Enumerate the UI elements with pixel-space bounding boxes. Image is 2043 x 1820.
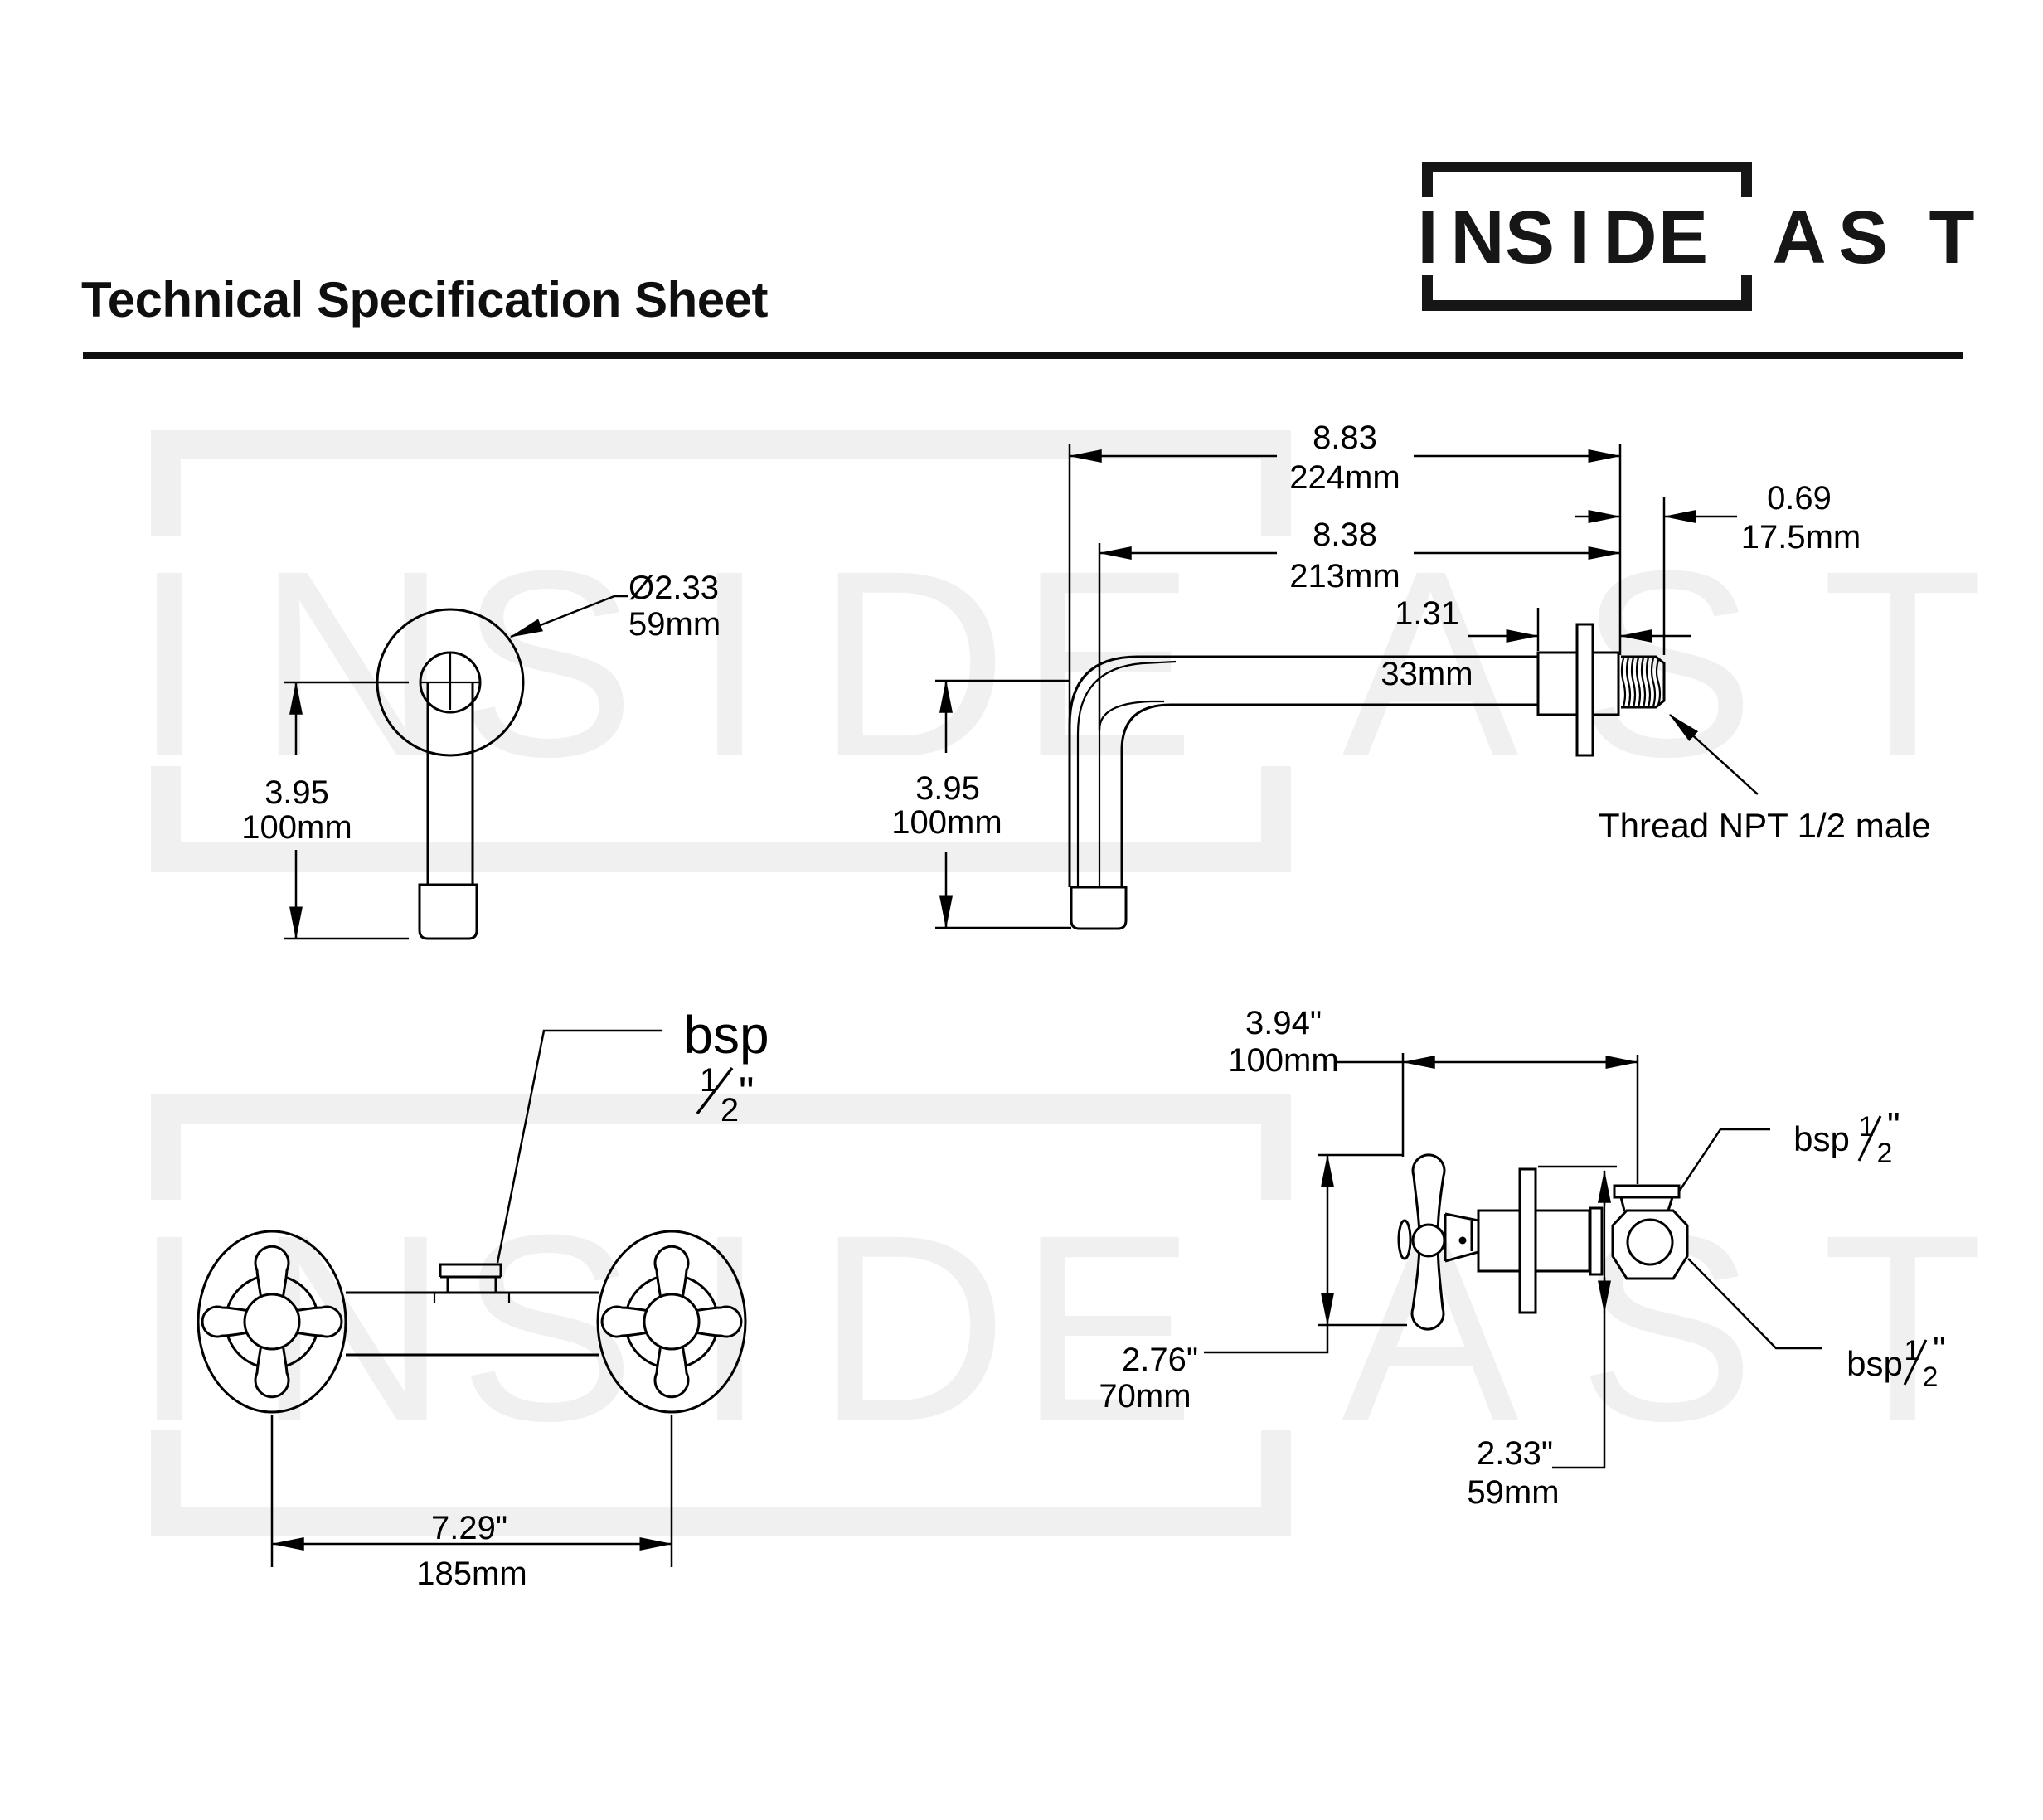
- fraction-numerator: 1: [1905, 1335, 1920, 1366]
- leader-line: [1669, 714, 1759, 795]
- spout-front-view: 3.95 100mm Ø2.33 59mm: [241, 570, 721, 940]
- dim-height-in: 3.95: [264, 774, 329, 811]
- fraction-slash: [1903, 1339, 1928, 1386]
- handle-front-arm: [1397, 1219, 1412, 1260]
- logo-letter: T: [1929, 197, 1975, 279]
- valve-step-ring: [1589, 1206, 1604, 1276]
- logo-frame-corner: [1741, 275, 1752, 300]
- logo-frame-bottom: [1422, 300, 1752, 311]
- fraction-denominator: 2: [1923, 1361, 1939, 1393]
- dim-reach-mm: 213mm: [1289, 558, 1400, 595]
- dimension-tail: [1552, 1313, 1606, 1469]
- spout-side-view: 8.83 224mm 8.38 213mm 0.69 17.5mm 1.31 3…: [891, 420, 1931, 930]
- logo-letter: E: [1658, 197, 1708, 279]
- dim-diameter-mm: 59mm: [628, 606, 721, 643]
- bsp-label: bsp: [683, 1005, 769, 1065]
- handle-screw: [1458, 1236, 1467, 1245]
- logo-letter: S: [1505, 197, 1555, 279]
- dimension-tail: [1204, 1325, 1329, 1354]
- fraction-numerator: 1: [700, 1062, 718, 1099]
- hex-port-circle: [1626, 1218, 1674, 1266]
- dim-body-length-in: 1.31: [1395, 595, 1459, 632]
- outlet-plate: [1613, 1184, 1681, 1199]
- hex-nut: [1611, 1209, 1689, 1280]
- spout-tip: [1070, 886, 1128, 930]
- dim-depth-mm: 100mm: [1228, 1042, 1338, 1079]
- leader-line: [496, 1029, 662, 1264]
- logo-frame-top: [1422, 162, 1752, 172]
- dim-reach-in: 8.38: [1313, 517, 1377, 553]
- spout-inner-profile: [1120, 703, 1538, 887]
- thread-note: Thread NPT 1/2 male: [1599, 806, 1931, 845]
- thread-hatching: [1620, 657, 1662, 708]
- inch-mark: ": [739, 1069, 754, 1117]
- spout-bend-line: [1076, 660, 1177, 887]
- logo-frame-corner: [1422, 275, 1433, 300]
- bsp-label: bsp: [1793, 1119, 1850, 1158]
- dim-handle-spacing-in: 7.29": [431, 1510, 507, 1546]
- logo-letter: D: [1604, 197, 1657, 279]
- logo-frame-corner: [1422, 172, 1433, 197]
- dim-height-mm: 100mm: [241, 809, 352, 846]
- leader-line: [1677, 1128, 1770, 1192]
- right-handle: [596, 1230, 747, 1414]
- outlet-neck: [1619, 1196, 1674, 1211]
- dim-handle-spacing-mm: 185mm: [416, 1555, 527, 1592]
- valve-flange-disc: [1518, 1167, 1537, 1314]
- brand-logo: I N S I D E A S T: [1417, 162, 1975, 311]
- logo-letter: I: [1569, 197, 1589, 279]
- dim-depth-in: 3.94": [1245, 1005, 1322, 1041]
- dim-flange-diameter-in: 2.33": [1477, 1435, 1553, 1472]
- leader-line: [509, 595, 628, 638]
- handle-stem: [1444, 1212, 1480, 1263]
- fraction-denominator: 2: [1877, 1138, 1893, 1169]
- left-handle: [197, 1230, 347, 1414]
- outlet-boss-step: [433, 1293, 511, 1303]
- dim-diameter-in: Ø2.33: [628, 570, 719, 606]
- fraction-slash: [1857, 1115, 1882, 1162]
- bsp-label: bsp: [1846, 1344, 1903, 1383]
- fraction-slash: [696, 1066, 734, 1115]
- leader-line: [1687, 1258, 1822, 1350]
- logo-letter: S: [1838, 197, 1888, 279]
- dim-handle-height-mm: 70mm: [1099, 1378, 1191, 1415]
- logo-letter: N: [1451, 197, 1505, 279]
- header-rule: [83, 352, 1963, 359]
- dim-flange-diameter-mm: 59mm: [1467, 1474, 1559, 1511]
- fraction-numerator: 1: [1859, 1111, 1875, 1143]
- dim-thread-length-mm: 17.5mm: [1741, 519, 1861, 556]
- inch-mark: ": [1933, 1329, 1946, 1370]
- inch-mark: ": [1887, 1105, 1900, 1146]
- page-title: Technical Specification Sheet: [81, 272, 768, 328]
- logo-frame-corner: [1741, 172, 1752, 197]
- dim-thread-length-in: 0.69: [1767, 480, 1832, 517]
- dim-body-length-mm: 33mm: [1381, 656, 1473, 692]
- dim-drop-mm: 100mm: [891, 804, 1002, 841]
- fraction-denominator: 2: [721, 1092, 739, 1128]
- valve-side-view: 3.94" 100mm 2.76" 70mm 2.33" 59mm bsp 1 …: [1099, 1005, 1945, 1511]
- wall-flange-disc: [1575, 623, 1594, 757]
- logo-letter: I: [1417, 197, 1438, 279]
- logo-letter: A: [1773, 197, 1827, 279]
- spout-tip: [418, 883, 478, 940]
- thread-outline: [1621, 655, 1666, 709]
- dim-handle-height-in: 2.76": [1122, 1342, 1198, 1378]
- handle-hub: [1411, 1223, 1446, 1258]
- dim-total-reach-mm: 224mm: [1289, 459, 1400, 496]
- dim-drop-in: 3.95: [915, 770, 980, 807]
- valve-front-view: bsp 1 2 " 7.29" 185mm: [197, 1005, 769, 1592]
- outlet-stub: [439, 1263, 502, 1293]
- watermark-bottom: [132, 1094, 1984, 1536]
- dim-total-reach-in: 8.83: [1313, 420, 1377, 456]
